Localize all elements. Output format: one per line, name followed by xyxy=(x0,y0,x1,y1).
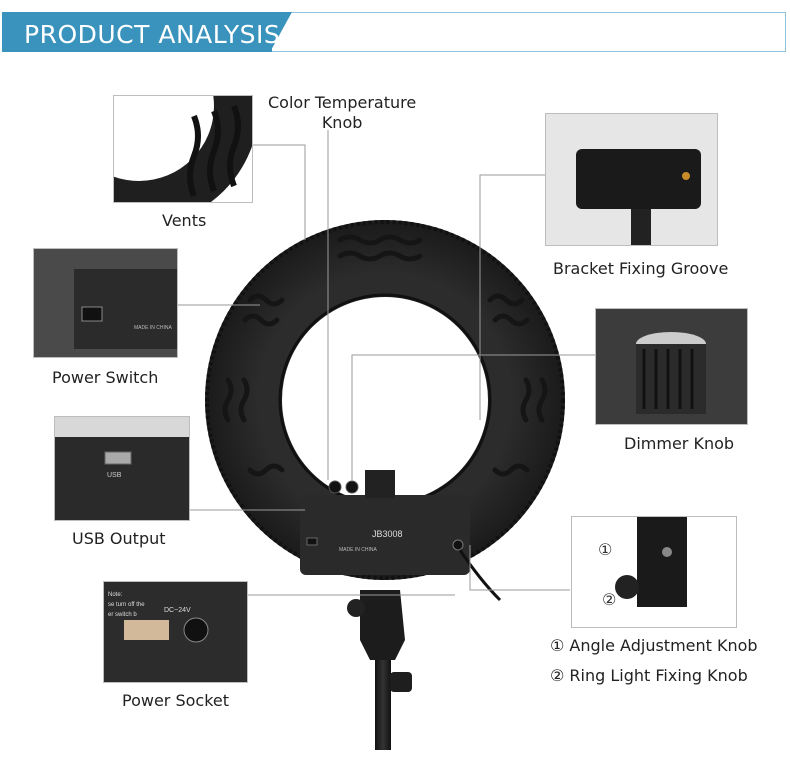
angle-knob-label: ① Angle Adjustment Knob xyxy=(550,636,758,655)
power-cable xyxy=(458,549,502,602)
vents-thumbnail xyxy=(113,95,253,203)
svg-text:er switch b: er switch b xyxy=(108,612,137,618)
fixing-knob-shape xyxy=(390,672,412,692)
mark-one: ① xyxy=(598,540,612,559)
color-temp-line2: Knob xyxy=(321,113,363,132)
power-socket-shape xyxy=(452,539,464,551)
dimmer-knob-shape xyxy=(345,480,359,494)
header-banner-tab-slant xyxy=(270,12,292,52)
vents-label: Vents xyxy=(162,211,207,230)
header-banner-tab xyxy=(2,12,272,52)
stand-knob-thumbnail: ① ② xyxy=(571,516,737,628)
control-box xyxy=(300,495,470,575)
power-switch-thumbnail: MADE IN CHINA xyxy=(33,248,178,358)
ring-knob-label: ② Ring Light Fixing Knob xyxy=(550,666,748,685)
bracket-label: Bracket Fixing Groove xyxy=(553,259,729,278)
made-in-label: MADE IN CHINA xyxy=(339,547,377,553)
top-connector xyxy=(365,470,395,498)
model-label: JB3008 xyxy=(372,529,403,539)
power-socket-thumbnail: Note: se turn off the er switch b DC~24V xyxy=(103,581,248,683)
power-socket-label: Power Socket xyxy=(122,691,230,710)
usb-output-label: USB Output xyxy=(72,529,166,548)
svg-text:Note:: Note: xyxy=(108,592,123,598)
power-switch-shape xyxy=(306,537,318,546)
color-temp-knob-label: Color Temperature Knob xyxy=(268,93,416,133)
mark-two: ② xyxy=(602,590,616,609)
ring-hole xyxy=(282,297,488,503)
usb-thumbnail: USB xyxy=(54,416,190,521)
svg-text:USB: USB xyxy=(107,472,122,479)
leader-lines xyxy=(175,130,595,596)
stand-mount xyxy=(360,590,405,660)
color-temp-knob-shape xyxy=(328,480,342,494)
svg-text:MADE IN CHINA: MADE IN CHINA xyxy=(134,325,172,331)
dimmer-knob-label: Dimmer Knob xyxy=(624,434,735,453)
color-temp-line1: Color Temperature xyxy=(268,93,417,112)
power-switch-label: Power Switch xyxy=(52,368,159,387)
page-title: PRODUCT ANALYSIS xyxy=(24,20,281,49)
vent-pattern xyxy=(222,234,548,477)
dimmer-thumbnail xyxy=(595,308,748,425)
bracket-thumbnail xyxy=(545,113,718,246)
svg-text:se turn off the: se turn off the xyxy=(108,602,145,608)
angle-knob-shape xyxy=(347,599,365,617)
svg-text:DC~24V: DC~24V xyxy=(164,607,191,614)
ring-edge xyxy=(205,220,565,580)
